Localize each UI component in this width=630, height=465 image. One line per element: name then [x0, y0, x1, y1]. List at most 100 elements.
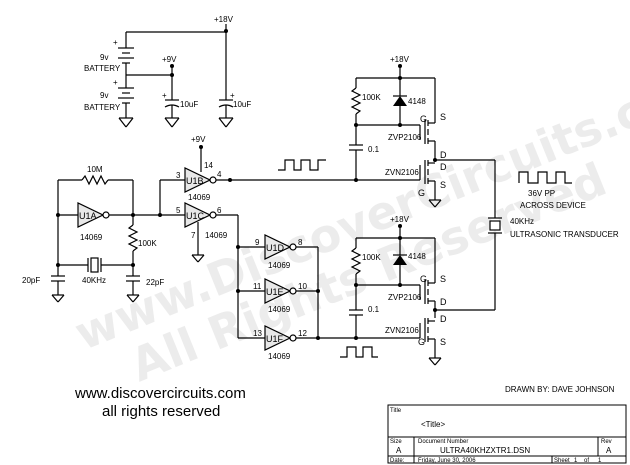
mosfet-upper-n: D S G ZVN2106 [385, 160, 447, 208]
mosfet-upper-p-d: D [440, 150, 447, 160]
date-header: Date: [390, 458, 405, 464]
gate-u1d: U1D 9 8 14069 [255, 234, 303, 270]
rights-text: all rights reserved [102, 403, 220, 420]
diode-lower: 4148 [393, 238, 426, 285]
u1b-part: 14069 [188, 193, 211, 202]
cap-22pf: 22pF [126, 265, 164, 303]
output-pp: 36V PP [528, 189, 555, 198]
waveform-output [518, 171, 572, 184]
r100k-osc: 100K [127, 215, 157, 265]
mosfet-lower-p-d: D [440, 297, 447, 307]
mosfet-lower-n-g: G [418, 337, 425, 347]
docnum-header: Document Number [418, 439, 468, 445]
u1e-part: 14069 [268, 305, 291, 314]
cap-10uf-2-label: 10uF [233, 100, 251, 109]
diode-lower-label: 4148 [408, 252, 426, 261]
rev-value: A [606, 446, 612, 455]
battery-1: + 9v BATTERY [84, 32, 134, 75]
svg-text:+: + [230, 91, 235, 100]
u1e-pin-in: 11 [253, 282, 262, 291]
output-transducer: ULTRASONIC TRANSDUCER [510, 230, 619, 239]
u1c-pin-gnd: 7 [191, 231, 196, 240]
of-value: 1 [598, 458, 602, 464]
u1e-pin-out: 10 [298, 282, 307, 291]
supply-18v-upper-label: +18V [390, 55, 410, 64]
site-url: www.discovercircuits.com [74, 385, 246, 402]
power-supply: +18V + 9v BATTERY +9V [84, 15, 251, 128]
waveform-upper [278, 159, 326, 171]
u1d-pin-out: 8 [298, 238, 303, 247]
u1a-part: 14069 [80, 233, 103, 242]
cap-22pf-label: 22pF [146, 278, 164, 287]
mosfet-upper-n-d: D [440, 162, 447, 172]
u1f-name: U1F [266, 334, 284, 344]
svg-text:+: + [113, 78, 118, 87]
mosfet-lower-n-s: S [440, 337, 446, 347]
cap-20pf-label: 20pF [22, 276, 40, 285]
u1d-part: 14069 [268, 261, 291, 270]
supply-18v-top-label: +18V [214, 15, 234, 24]
u1e-name: U1E [266, 287, 284, 297]
battery-2-label: BATTERY [84, 103, 121, 112]
diode-upper-label: 4148 [408, 97, 426, 106]
driver-upper: +18V 100K 4148 G S [349, 55, 495, 208]
cap-lower-label: 0.1 [368, 305, 380, 314]
output-across: ACROSS DEVICE [520, 201, 586, 210]
of-header: of [584, 458, 589, 464]
output-freq: 40KHz [510, 217, 534, 226]
mosfet-lower-p-g: G [420, 274, 427, 284]
mosfet-lower-n-name: ZVN2106 [385, 326, 419, 335]
title-header: Title [390, 408, 402, 414]
cap-upper: 0.1 [349, 144, 380, 180]
crystal-label: 40KHz [82, 276, 106, 285]
title-value: <Title> [421, 420, 445, 429]
u1c-pin-in: 5 [176, 206, 181, 215]
u1d-name: U1D [266, 243, 285, 253]
oscillator: 10M U1A 14069 100K [22, 165, 164, 303]
u1d-pin-in: 9 [255, 238, 260, 247]
mosfet-lower-p-name: ZVP2106 [388, 293, 422, 302]
mosfet-upper-p-g: G [420, 114, 427, 124]
u1f-part: 14069 [268, 352, 291, 361]
r100k-upper-label: 100K [362, 93, 381, 102]
gate-u1f: U1F 13 12 14069 [253, 325, 307, 361]
battery-1-label: BATTERY [84, 64, 121, 73]
date-value: Friday, June 30, 2006 [418, 458, 476, 464]
u1c-name: U1C [186, 211, 205, 221]
u1c-pin-out: 6 [217, 206, 222, 215]
supply-9v-mid-label: +9V [191, 135, 206, 144]
u1b-pin-in: 3 [176, 171, 181, 180]
battery-2: + 9v BATTERY [84, 75, 134, 128]
supply-9v-top-label: +9V [162, 55, 177, 64]
mosfet-upper-p: G S D ZVP2106 [388, 78, 447, 160]
battery-1-voltage: 9v [100, 53, 108, 62]
sheet-value: 1 [574, 458, 578, 464]
u1f-pin-in: 13 [253, 329, 262, 338]
gate-u1c: U1C 5 6 7 14069 [176, 202, 228, 263]
u1c-part: 14069 [205, 231, 228, 240]
cap-10uf-1: + 10uF [162, 91, 198, 128]
gate-u1a: U1A 14069 [56, 202, 160, 242]
r10m-label: 10M [87, 165, 103, 174]
supply-18v-lower-label: +18V [390, 215, 410, 224]
u1a-name: U1A [79, 211, 97, 221]
crystal-40khz: 40KHz [56, 257, 135, 285]
rev-header: Rev [601, 439, 612, 445]
size-header: Size [390, 439, 402, 445]
inverter-bank: U1D 9 8 14069 U1E 11 10 14069 U1F 13 12 … [236, 234, 356, 361]
mosfet-upper-p-s: S [440, 112, 446, 122]
drawn-by: DRAWN BY: DAVE JOHNSON [505, 385, 615, 394]
svg-text:+: + [162, 91, 167, 100]
buffer-gates: +9V U1B 3 4 14 14069 U1C 5 6 7 14069 [158, 135, 356, 338]
cap-10uf-2: + 10uF [218, 91, 251, 128]
u1b-name: U1B [186, 176, 204, 186]
title-block: Title <Title> Size A Document Number ULT… [387, 404, 627, 464]
mosfet-lower-n-d: D [440, 314, 447, 324]
sheet-header: Sheet [554, 458, 570, 464]
mosfet-upper-n-name: ZVN2106 [385, 168, 419, 177]
u1b-pin-vcc: 14 [204, 161, 213, 170]
size-value: A [396, 446, 402, 455]
svg-text:+: + [113, 38, 118, 47]
diode-upper: 4148 [393, 78, 426, 125]
